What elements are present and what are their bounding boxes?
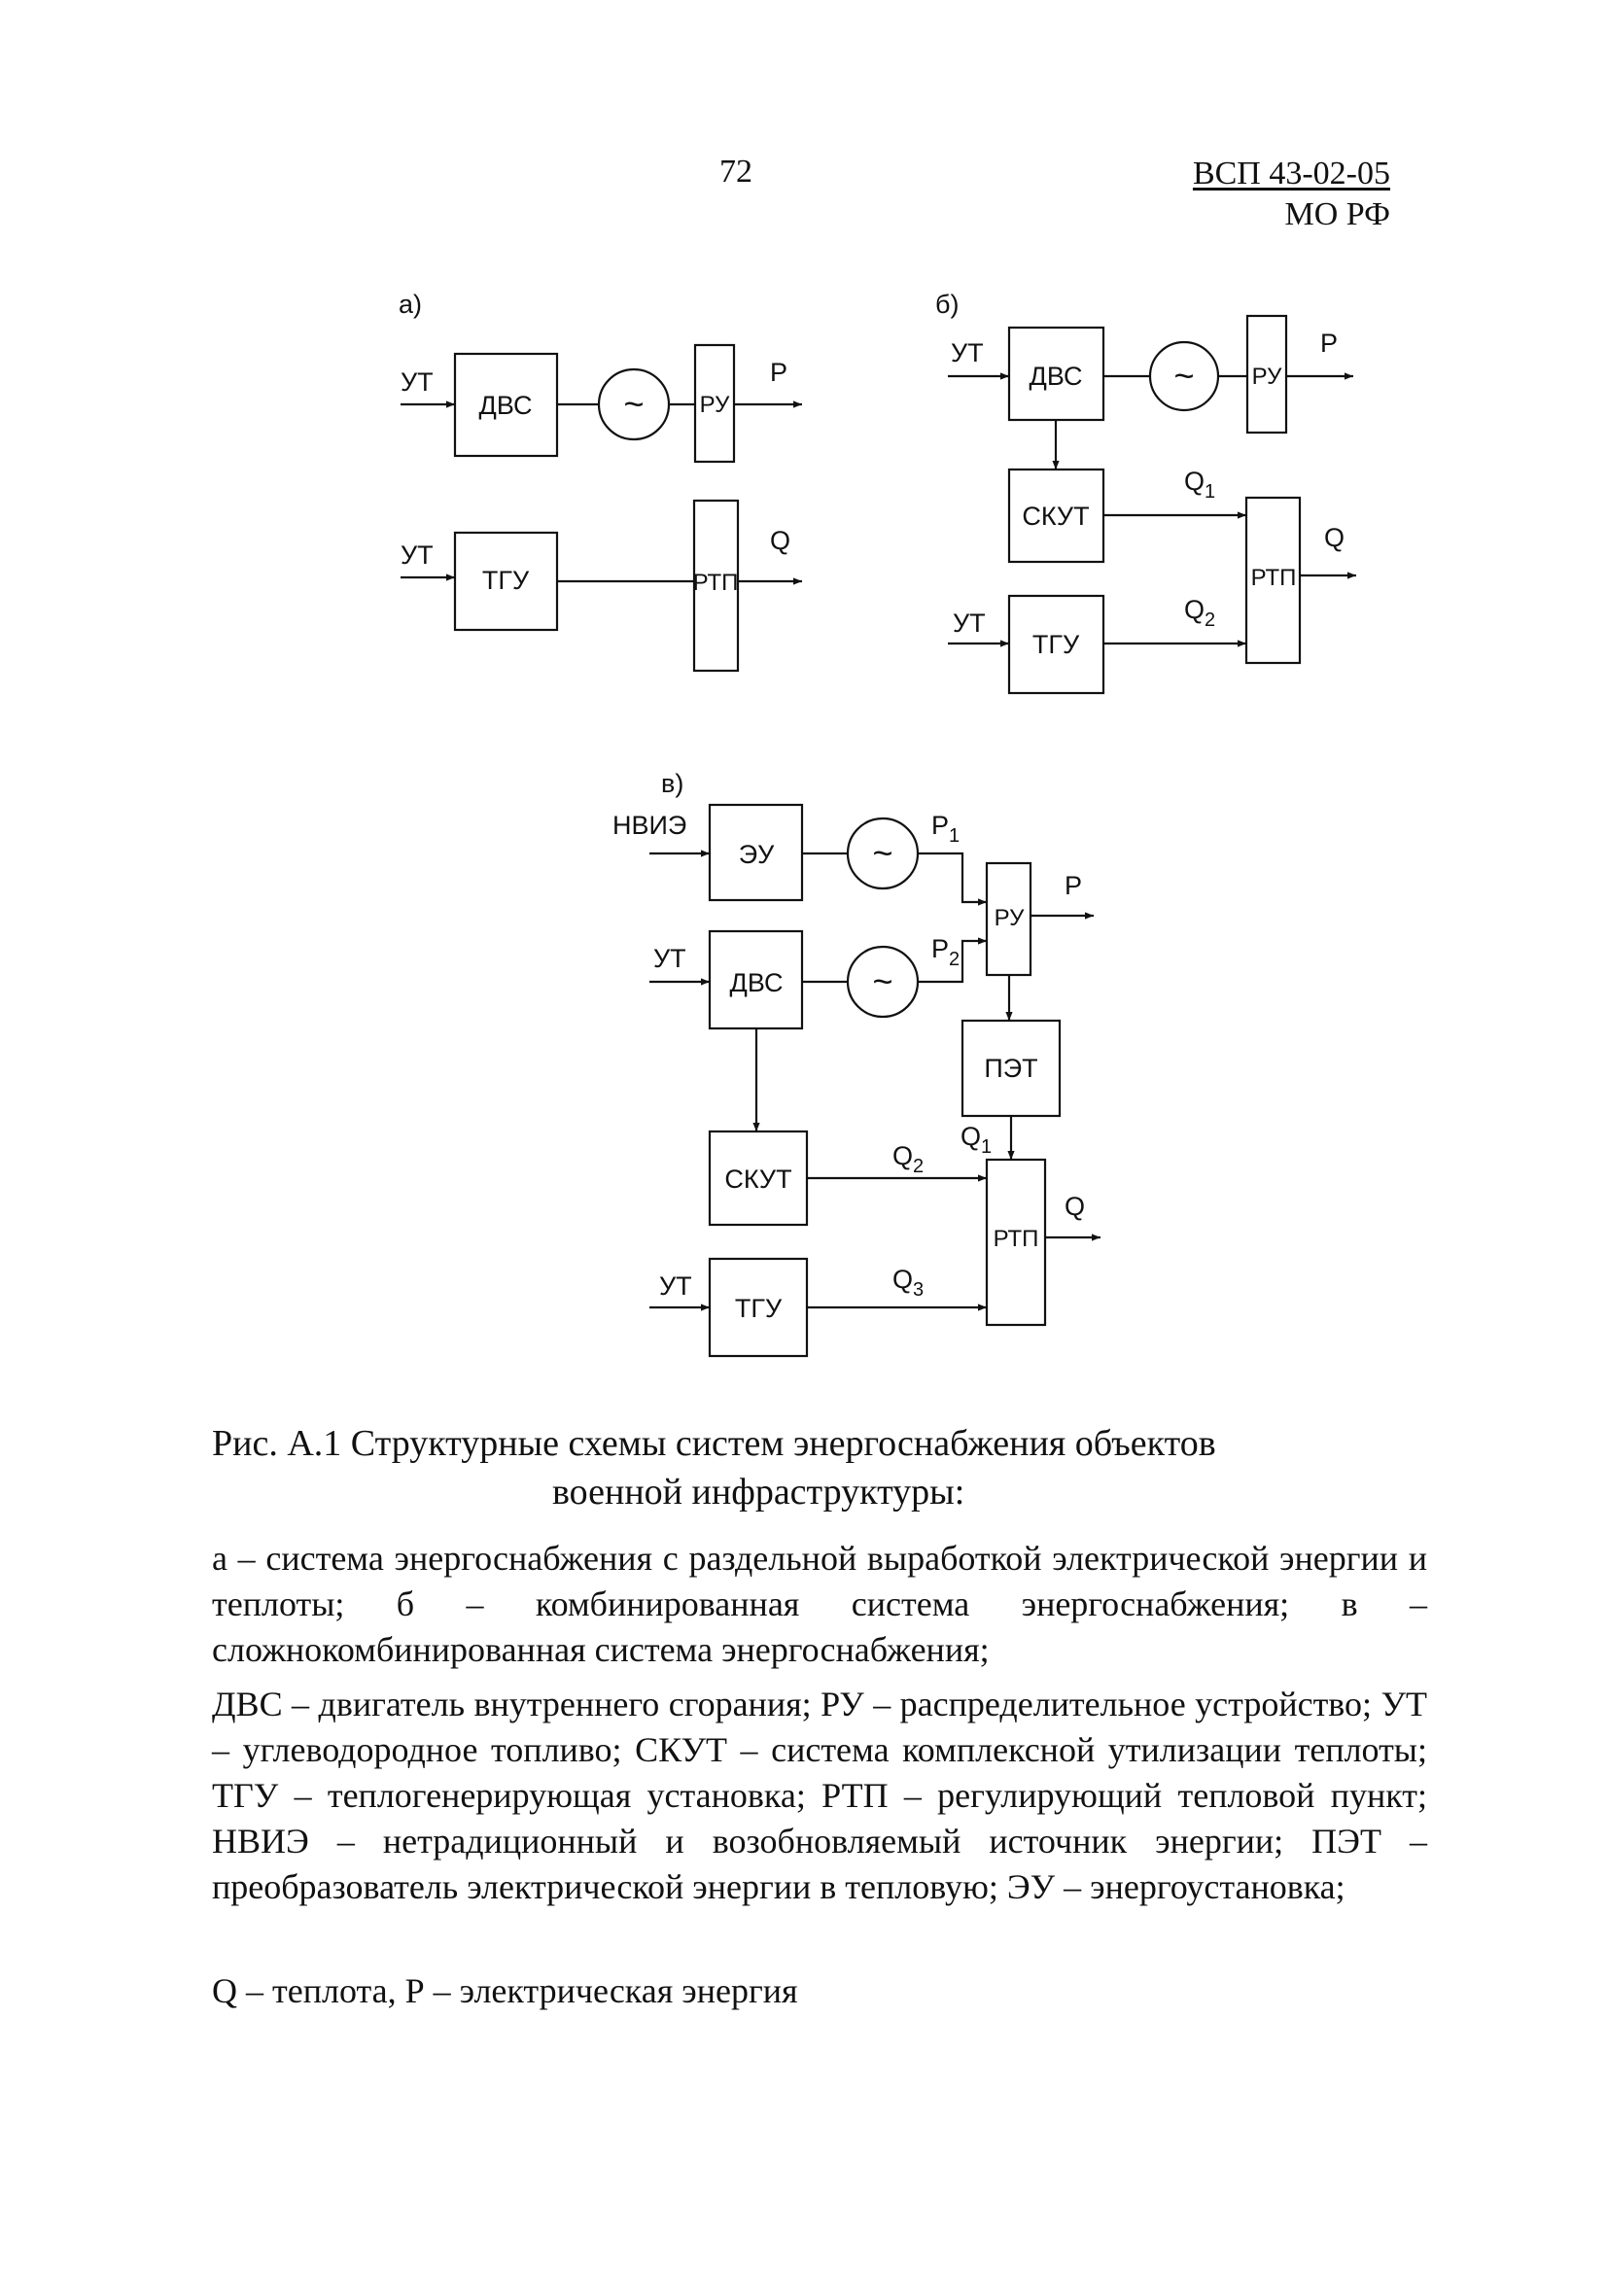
input-label: УТ	[659, 1271, 692, 1301]
diagram-v-label: в)	[661, 769, 683, 798]
block-label: ДВС	[479, 391, 533, 420]
diagram-a	[401, 343, 802, 673]
output-label: Q	[1065, 1192, 1085, 1221]
input-label: НВИЭ	[612, 811, 686, 840]
flow-label: Q1	[961, 1122, 992, 1158]
p1-arrow-v	[918, 852, 987, 906]
ru-block-b	[1245, 314, 1288, 435]
document-code: ВСП 43-02-05 МО РФ	[1147, 154, 1390, 235]
page-number: 72	[719, 154, 752, 190]
flow-label: P2	[931, 934, 960, 970]
legend-paragraph-systems: а – система энергоснабжения с раздельной…	[212, 1539, 1427, 1669]
output-label: P	[1320, 329, 1338, 358]
block-label: СКУТ	[1022, 502, 1089, 531]
input-label: УТ	[953, 609, 986, 638]
input-label: УТ	[653, 944, 686, 973]
block-label: ТГУ	[482, 566, 530, 595]
block-label: РТП	[693, 570, 739, 596]
input-label: УТ	[401, 367, 434, 397]
rtp-block-b	[1244, 496, 1302, 665]
generator-symbol: ~	[872, 833, 892, 873]
diagram-a-label: а)	[399, 290, 422, 319]
generator-symbol: ~	[872, 961, 892, 1001]
caption-line-2: военной инфраструктуры:	[552, 1472, 965, 1513]
doc-org-line: МО РФ	[1284, 196, 1390, 232]
rtp-block-v	[985, 1158, 1047, 1327]
caption-line-1: Рис. А.1 Структурные схемы систем энерго…	[212, 1423, 1216, 1464]
generator-symbol: ~	[623, 384, 644, 424]
block-label: ДВС	[1030, 362, 1083, 391]
flow-label: Q3	[892, 1265, 924, 1301]
block-label: РТП	[1251, 565, 1297, 591]
output-label: P	[1065, 871, 1082, 900]
block-label: ТГУ	[1032, 630, 1080, 659]
block-label: РУ	[700, 392, 730, 418]
legend-paragraph-abbreviations: ДВС – двигатель внутреннего сгорания; РУ…	[212, 1685, 1427, 1906]
doc-code-line: ВСП 43-02-05	[1192, 156, 1390, 191]
output-label: Q	[1324, 523, 1345, 552]
block-label: СКУТ	[724, 1165, 791, 1194]
block-label: ЭУ	[739, 840, 775, 869]
legend-paragraph-symbols: Q – теплота, Р – электрическая энергия	[212, 1971, 798, 2010]
rtp-block-a	[692, 499, 740, 673]
generator-symbol: ~	[1173, 356, 1194, 396]
flow-label: Q2	[892, 1141, 924, 1177]
output-label: P	[770, 358, 787, 387]
block-label: ДВС	[730, 968, 784, 997]
p2-arrow-v	[918, 937, 987, 984]
diagram-b-label: б)	[935, 290, 959, 319]
diagram-b	[948, 314, 1356, 695]
block-label: ТГУ	[735, 1294, 783, 1323]
diagram-v	[649, 803, 1100, 1358]
block-label: ПЭТ	[984, 1054, 1037, 1083]
structural-diagrams: а) УТ ДВС ~ РУ P УТ ТГУ РТП Q б) УТ ДВС …	[399, 290, 1356, 1358]
flow-label: Q1	[1184, 467, 1215, 503]
block-label: РТП	[994, 1226, 1039, 1252]
block-label: РУ	[995, 905, 1025, 931]
flow-label: Q2	[1184, 595, 1215, 631]
block-label: РУ	[1252, 364, 1282, 390]
figure-caption: Рис. А.1 Структурные схемы систем энерго…	[212, 1419, 1417, 1516]
output-label: Q	[770, 526, 790, 555]
input-label: УТ	[401, 540, 434, 570]
input-label: УТ	[951, 338, 984, 367]
flow-label: P1	[931, 811, 960, 847]
